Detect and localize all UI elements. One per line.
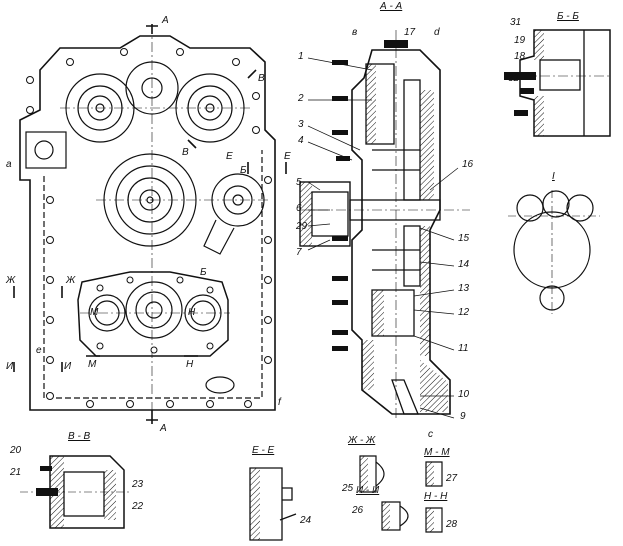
item-7: 7 [296,247,302,258]
detail-i-view [508,190,600,314]
mark-a-top: А [162,15,169,26]
section-b-b-parts [504,72,536,116]
item-29: 29 [296,221,308,232]
title-detail-i: I [552,171,555,182]
letter-d: d [434,27,440,38]
mark-zh-left: Ж [6,275,16,286]
mark-n-bottom: Н [186,359,194,370]
item-15: 15 [458,233,470,244]
title-section-n-n: Н - Н [424,491,448,502]
item-12: 12 [458,307,470,318]
item-31: 31 [510,17,522,28]
item-20: 20 [10,445,22,456]
mark-m-bottom: М [88,359,97,370]
title-section-m-m: М - М [424,447,450,458]
mark-v-right: В [258,73,265,84]
front-view-bolts [26,48,272,408]
item-21: 21 [10,467,22,478]
item-26: 26 [352,505,364,516]
item-18: 18 [514,51,526,62]
mark-i-left: И [6,361,14,372]
mark-e-right: Е [284,151,291,162]
item-2: 2 [298,93,304,104]
item-22: 22 [132,501,144,512]
item-23: 23 [132,479,144,490]
item-3: 3 [298,119,304,130]
item-6: 6 [296,203,302,214]
item-1: 1 [298,51,304,62]
item-9: 9 [460,411,466,422]
title-section-b-b: Б - Б [557,11,579,22]
letter-a: a [6,159,12,170]
section-b-b-hatching [534,30,544,136]
mark-i-right: И [64,361,72,372]
item-4: 4 [298,135,304,146]
mark-m-center: М [90,307,99,318]
item-25: 25 [342,483,354,494]
mark-e-left: Е [226,151,233,162]
item-27: 27 [446,473,458,484]
mark-n-center: Н [188,307,196,318]
section-a-a-view [299,30,470,420]
letter-e: e [36,345,42,356]
small-sections-hatching [360,456,434,532]
mark-b-bottom: Б [200,267,207,278]
section-a-a-leaders [307,57,459,419]
item-14: 14 [458,259,470,270]
section-e-e-hatching [250,468,260,540]
mark-b-top: Б [240,165,247,176]
item-19: 19 [514,35,526,46]
item-24: 24 [300,515,312,526]
item-28: 28 [446,519,458,530]
front-view [13,24,287,424]
item-13: 13 [458,283,470,294]
item-10: 10 [458,389,470,400]
item-5: 5 [296,177,302,188]
section-v-v-parts [36,466,58,496]
mark-zh-right: Ж [66,275,76,286]
title-section-e-e: Е - Е [252,445,275,456]
letter-c: c [428,429,433,440]
section-v-v-hatching [50,456,116,528]
item-17: 17 [404,27,416,38]
title-section-zh-zh: Ж - Ж [348,435,376,446]
mark-v-left: В [182,147,189,158]
item-16: 16 [462,159,474,170]
letter-v: в [352,27,358,38]
title-section-a-a: А - А [380,1,403,12]
letter-f: f [278,397,281,408]
item-11: 11 [458,343,469,354]
section-a-a-bolts [332,40,408,351]
title-section-i-i: И - И [356,485,380,496]
mark-a-bottom: А [160,423,167,434]
title-section-v-v: В - В [68,431,91,442]
section-a-a-hatching [300,64,448,412]
item-32: 32 [508,73,520,84]
